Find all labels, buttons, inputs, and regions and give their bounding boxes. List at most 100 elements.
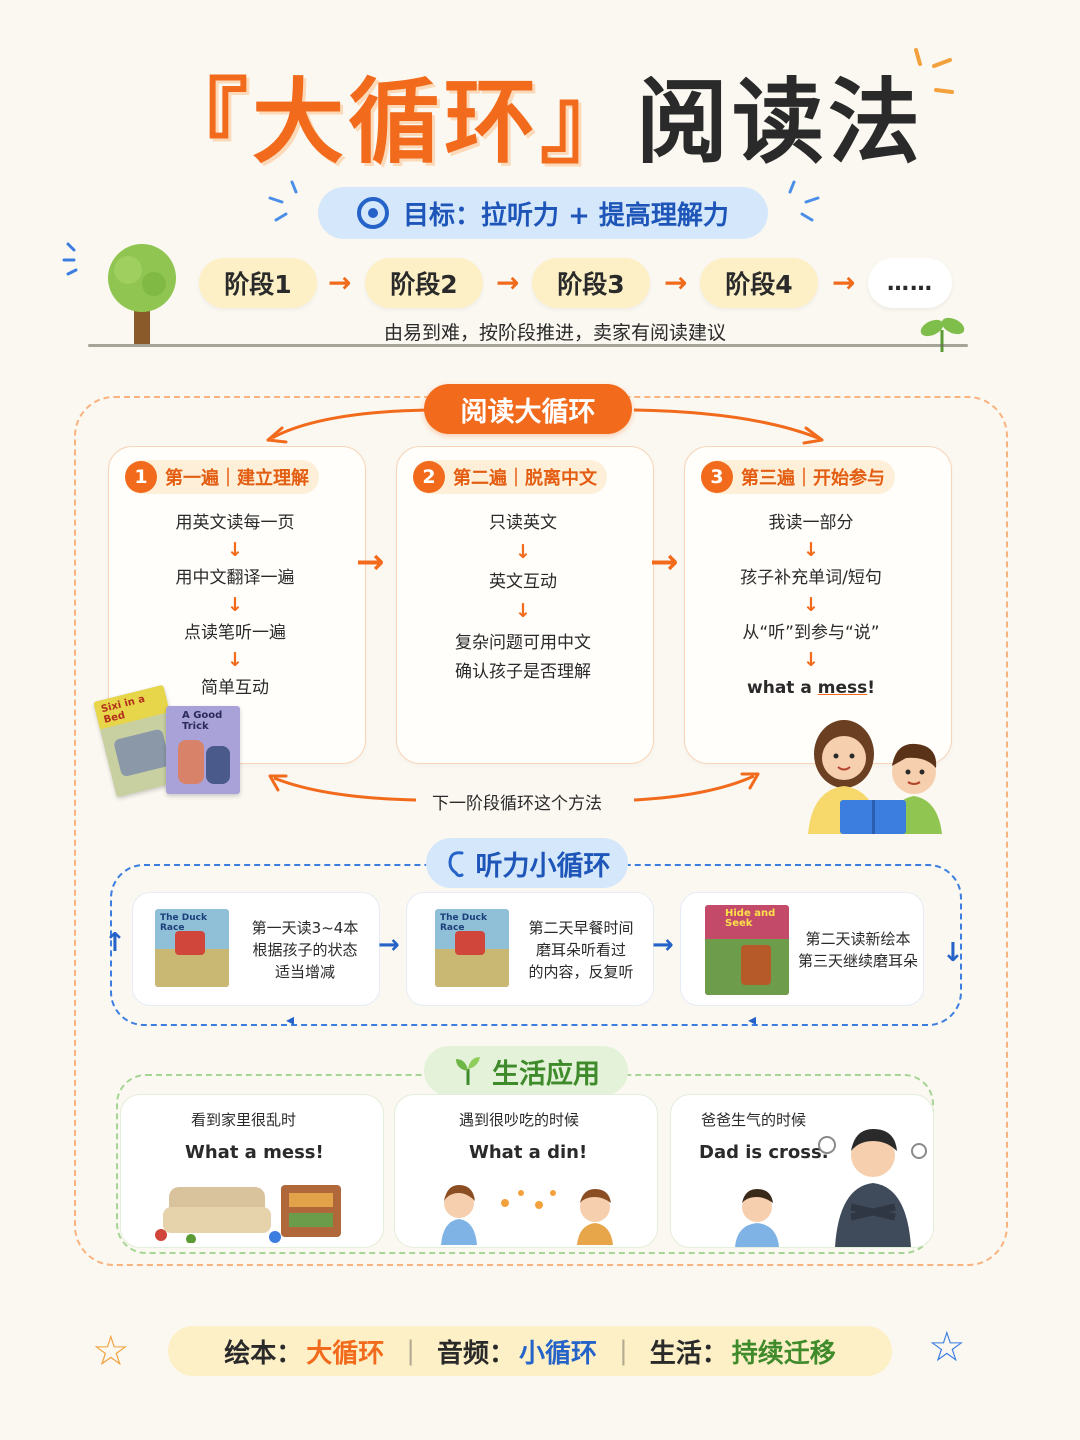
stage-4: 阶段4	[700, 258, 818, 308]
summary-value: 持续迁移	[731, 1338, 836, 1369]
listening-text: 第一天读3~4本	[251, 919, 359, 937]
down-arrow-icon: ↓	[803, 649, 819, 671]
goal-sparkle-left	[268, 180, 298, 222]
loop-arrow-up-icon: ↑	[104, 928, 126, 958]
stage-more: ……	[868, 258, 952, 308]
next-stage-note: 下一阶段循环这个方法	[432, 794, 602, 814]
book-cover-hide-and-seek: Hide and Seek	[705, 905, 789, 995]
down-arrow-icon: ↓	[227, 649, 243, 671]
summary-value: 小循环	[519, 1338, 598, 1369]
ear-icon	[447, 851, 463, 878]
down-arrow-icon: ↓	[515, 541, 531, 563]
down-arrow-icon: ↓	[515, 600, 531, 622]
stage-3: 阶段3	[532, 258, 650, 308]
step-title: 第三遍｜开始参与	[741, 468, 885, 489]
life-scene: 遇到很吵吃的时候	[459, 1111, 580, 1129]
listening-card-2: The Duck Race 第二天早餐时间 磨耳朵听看过 的内容，反复听	[406, 892, 654, 1006]
ground-line	[88, 344, 968, 347]
life-card-2: 遇到很吵吃的时候 What a din!	[394, 1094, 658, 1248]
listening-text: 磨耳朵听看过	[535, 941, 626, 959]
book-title: A Good Trick	[182, 710, 223, 732]
book-cover-good-trick: A Good Trick	[166, 706, 240, 794]
loop-arrow-left-icon: ◂	[286, 1010, 295, 1029]
summary-separator: |	[406, 1336, 415, 1366]
listening-text: 第三天继续磨耳朵	[797, 952, 918, 970]
summary-value: 大循环	[306, 1338, 385, 1369]
listening-text: 第二天早餐时间	[528, 919, 634, 937]
listening-text: 的内容，反复听	[528, 963, 634, 981]
step-header: 3 第三遍｜开始参与	[701, 460, 895, 494]
step-item: 用英文读每一页	[175, 513, 295, 533]
blue-flow-arrow: →	[378, 930, 400, 960]
listening-text: 适当增减	[274, 963, 335, 981]
page-title: 『大循环』阅读法	[0, 48, 1080, 181]
stage-2: 阶段2	[365, 258, 483, 308]
stage-arrow: →	[664, 266, 688, 299]
step-header: 1 第一遍｜建立理解	[125, 460, 319, 494]
target-icon	[357, 197, 390, 229]
step-item: 复杂问题可用中文	[455, 633, 591, 653]
life-phrase: Dad is cross.	[699, 1142, 829, 1163]
stage-1: 阶段1	[199, 258, 317, 308]
angry-dad-illustration	[735, 1129, 927, 1247]
listening-loop-title: 听力小循环	[475, 850, 611, 882]
return-arrow-right	[633, 772, 760, 802]
step-item: 孩子补充单词/短句	[740, 568, 882, 588]
stage-arrow: →	[832, 266, 856, 299]
summary-key: 音频：	[436, 1338, 515, 1369]
life-application-pill: 生活应用	[424, 1046, 628, 1096]
curve-arrow-right	[633, 408, 824, 445]
noisy-kids-illustration	[441, 1185, 613, 1245]
book-title: The Duck Race	[160, 913, 207, 933]
curve-arrow-left	[266, 408, 429, 444]
step-number: 2	[413, 461, 445, 493]
listening-text: 根据孩子的状态	[252, 941, 358, 959]
book-title: Hide and Seek	[725, 908, 776, 929]
big-loop-title: 阅读大循环	[424, 384, 632, 434]
step-item: 点读笔听一遍	[184, 623, 286, 643]
step-item: 用中文翻译一遍	[175, 568, 295, 588]
stage-note: 由易到难，按阶段推进，卖家有阅读建议	[383, 322, 726, 344]
step-item: what a mess!	[747, 678, 875, 698]
step-number: 1	[125, 461, 157, 493]
flow-arrow-2: →	[650, 542, 679, 582]
stage-arrow: →	[328, 266, 352, 299]
step-card-2: 2 第二遍｜脱离中文 只读英文 ↓ 英文互动 ↓ 复杂问题可用中文 确认孩子是否…	[396, 446, 654, 764]
down-arrow-icon: ↓	[803, 539, 819, 561]
title-rest: 阅读法	[636, 69, 925, 176]
loop-arrow-left-icon: ◂	[748, 1010, 757, 1029]
loop-arrow-down-icon: ↓	[942, 938, 964, 968]
blue-flow-arrow: →	[652, 930, 674, 960]
goal-pill: 目标：拉听力 + 提高理解力	[318, 187, 768, 239]
step-header: 2 第二遍｜脱离中文	[413, 460, 607, 494]
return-arrow-left	[268, 774, 417, 802]
step-title: 第一遍｜建立理解	[165, 468, 309, 489]
book-cover-duck-race: The Duck Race	[435, 909, 509, 987]
star-icon: ☆	[92, 1326, 130, 1375]
goal-label: 目标：拉听力 + 提高理解力	[403, 200, 729, 231]
life-scene: 看到家里很乱时	[191, 1111, 297, 1129]
life-phrase: What a mess!	[185, 1142, 324, 1163]
listening-loop-pill: 听力小循环	[426, 838, 628, 888]
sprout-icon	[920, 317, 965, 352]
down-arrow-icon: ↓	[227, 539, 243, 561]
flow-arrow-1: →	[356, 542, 385, 582]
life-application-title: 生活应用	[492, 1058, 600, 1090]
down-arrow-icon: ↓	[803, 594, 819, 616]
step-title: 第二遍｜脱离中文	[453, 468, 597, 489]
stage-arrow: →	[496, 266, 520, 299]
step-item: 我读一部分	[768, 513, 854, 533]
life-card-3: 爸爸生气的时候 Dad is cross.	[670, 1094, 934, 1248]
life-scene: 爸爸生气的时候	[701, 1111, 807, 1129]
step-item: 简单互动	[201, 678, 269, 698]
listening-text: 第二天读新绘本	[805, 930, 911, 948]
summary-key: 生活：	[649, 1338, 728, 1369]
listening-card-1: The Duck Race 第一天读3~4本 根据孩子的状态 适当增减	[132, 892, 380, 1006]
book-title: The Duck Race	[440, 913, 487, 933]
life-card-1: 看到家里很乱时 What a mess!	[120, 1094, 384, 1248]
summary-key: 绘本：	[224, 1338, 303, 1369]
listening-card-3: Hide and Seek 第二天读新绘本 第三天继续磨耳朵	[680, 892, 924, 1006]
summary-separator: |	[619, 1336, 628, 1366]
tree-icon	[62, 242, 176, 344]
down-arrow-icon: ↓	[227, 594, 243, 616]
